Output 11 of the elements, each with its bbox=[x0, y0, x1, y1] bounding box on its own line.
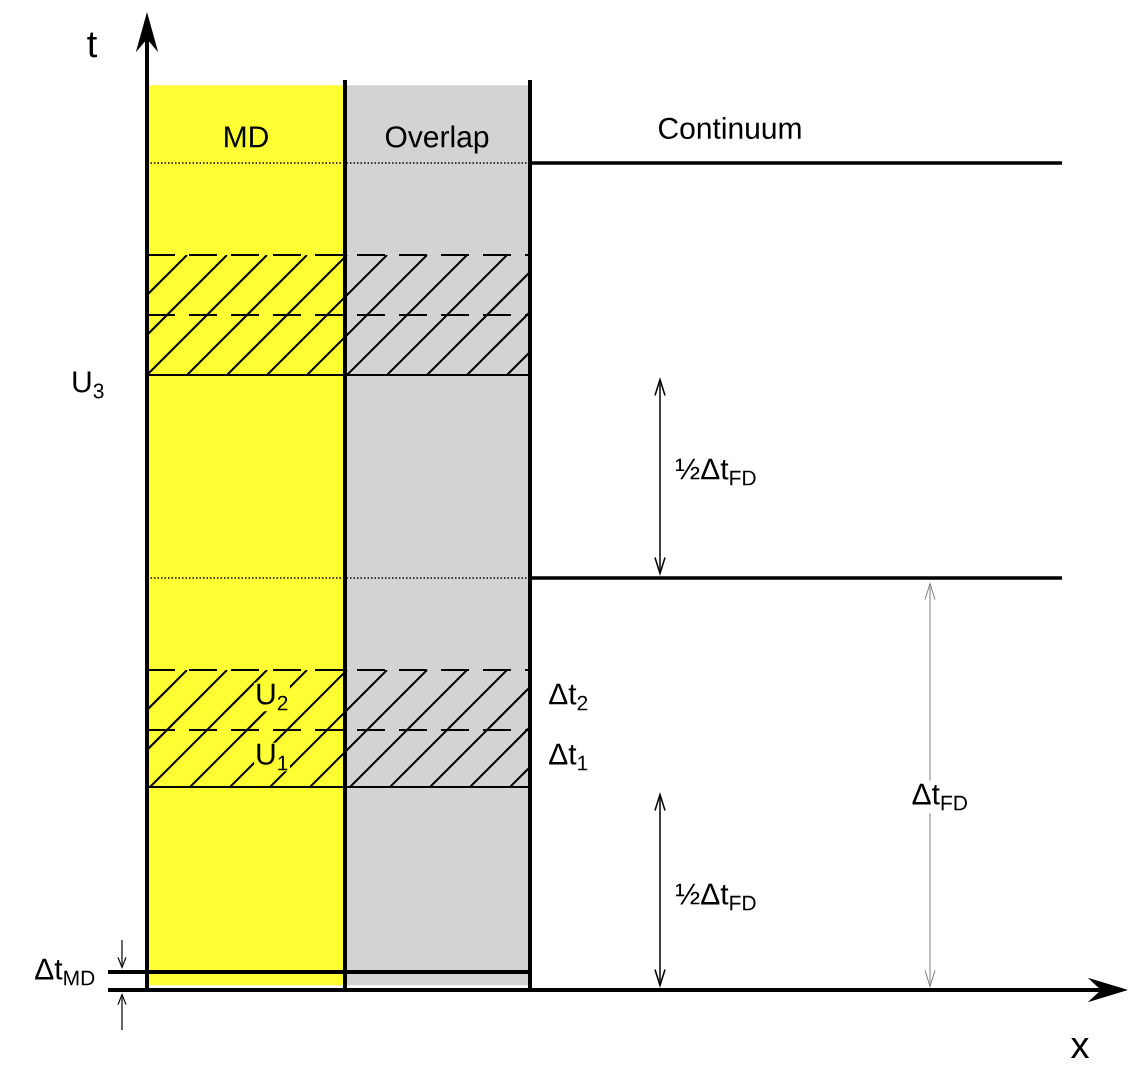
axis-label: t bbox=[87, 32, 97, 58]
dimension-label: ½Δt$_{FD}$ bbox=[676, 883, 756, 911]
dimension-label: Δt$_{MD}$ bbox=[35, 958, 95, 986]
dimension-label: Δt$_{FD}$ bbox=[908, 780, 972, 814]
level-label: U$_{3}$ bbox=[73, 371, 104, 399]
region-label: Continuum bbox=[659, 116, 801, 139]
level-label: U$_{2}$ bbox=[254, 682, 290, 712]
region-band: Overlap bbox=[344, 85, 530, 986]
level-label: U$_{1}$ bbox=[254, 742, 290, 772]
dimension-label: ½Δt$_{FD}$ bbox=[676, 458, 756, 486]
axis-label: x bbox=[1070, 1037, 1090, 1059]
